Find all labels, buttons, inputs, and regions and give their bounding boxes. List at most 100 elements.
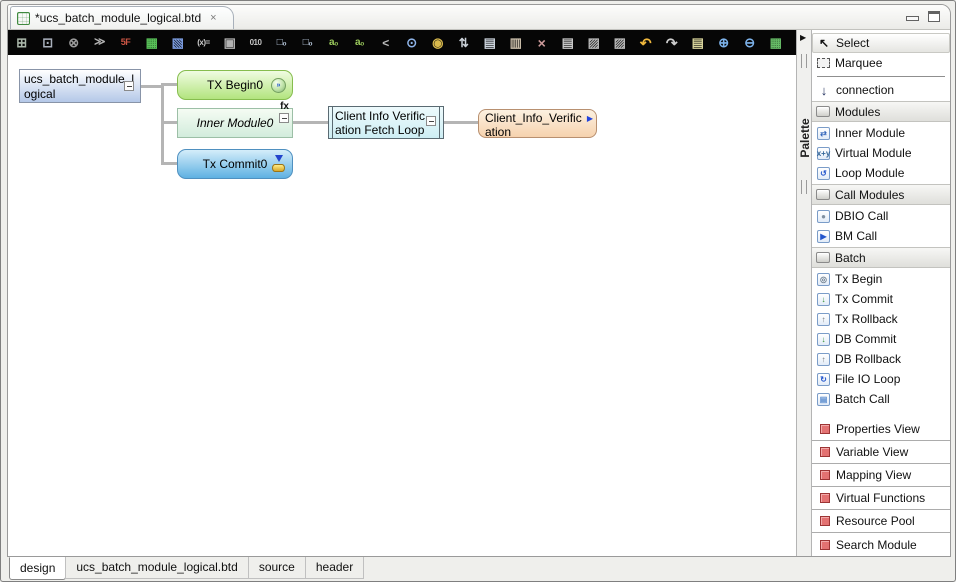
export-flow-icon[interactable]: ⊡ [36, 32, 59, 53]
node-label: Tx Commit0 [202, 157, 268, 171]
palette-item-tx-rollback[interactable]: ↑ Tx Rollback [812, 309, 950, 329]
palette-item-search-module[interactable]: Search Module [812, 533, 950, 556]
flow-editor-icon[interactable]: ▧ [166, 32, 189, 53]
bottom-tab-ucs_batch_module_logical-btd[interactable]: ucs_batch_module_logical.btd [65, 557, 249, 579]
palette-collapse-arrow[interactable]: ▶ [800, 33, 807, 42]
palette-item-mapping-view[interactable]: Mapping View [812, 464, 950, 487]
variable-assign-icon[interactable]: (x)= [192, 32, 215, 53]
palette-item-label: Loop Module [835, 166, 905, 180]
grid-editor-icon[interactable]: ▦ [140, 32, 163, 53]
palette-item-db-rollback[interactable]: ↑DB Rollback [812, 349, 950, 369]
palette-item-label: Tx Begin [835, 272, 883, 286]
paste-icon[interactable]: ▥ [504, 32, 527, 53]
palette-item-resource-pool[interactable]: Resource Pool [812, 510, 950, 533]
chart-doc-icon[interactable]: ▦ [764, 32, 787, 53]
node-inner-module[interactable]: Inner Module0 fx [177, 101, 293, 138]
palette-item-virtual-functions[interactable]: Virtual Functions [812, 487, 950, 510]
palette-item-modules[interactable]: Modules [812, 101, 950, 122]
tx-begin-icon: ◎ [817, 272, 830, 286]
copy-doc-zero-alt-icon[interactable]: □₀ [296, 32, 319, 53]
collapse-all-icon[interactable]: < [374, 32, 397, 53]
palette-item-connection[interactable]: ↓connection [812, 80, 950, 100]
tx-rollback-icon: ↑ [817, 312, 830, 326]
redo-icon[interactable]: ↷ [660, 32, 683, 53]
toolbar-glyph: ⊗ [68, 35, 79, 50]
attr-doc-alt-icon[interactable]: a₀ [348, 32, 371, 53]
palette-item-inner-module[interactable]: ⇄Inner Module [812, 123, 950, 143]
collapse-toggle[interactable] [279, 113, 289, 123]
undo-icon[interactable]: ↶ [634, 32, 657, 53]
snippet-doc-alt-icon[interactable]: ▨ [608, 32, 631, 53]
db-resource-icon[interactable]: ◉ [426, 32, 449, 53]
drawer-icon [816, 106, 830, 117]
palette-item-label: Variable View [836, 445, 909, 459]
palette-title: Palette [798, 118, 812, 158]
bottom-tab-header[interactable]: header [304, 557, 365, 579]
editor-tab[interactable]: *ucs_batch_module_logical.btd × [10, 6, 234, 29]
palette-item-label: Call Modules [835, 187, 905, 202]
copy-icon[interactable]: ▤ [478, 32, 501, 53]
palette-item-call-modules[interactable]: Call Modules [812, 184, 950, 205]
palette-item-dbio-call[interactable]: ●DBIO Call [812, 206, 950, 226]
palette-item-db-commit[interactable]: ↓DB Commit [812, 329, 950, 349]
disable-icon[interactable]: ⊗ [62, 32, 85, 53]
palette-item-batch[interactable]: Batch [812, 247, 950, 268]
outline-doc-icon[interactable]: ▤ [556, 32, 579, 53]
node-fetch-loop[interactable]: Client Info Verification Fetch Loop [328, 106, 444, 139]
palette-item-label: Tx Rollback [835, 312, 898, 326]
node-root-module[interactable]: ucs_batch_module_logical [19, 69, 141, 103]
node-client-info-verification[interactable]: Client_Info_Verification ▶ [478, 109, 597, 139]
step-over-icon[interactable]: ≫ [88, 32, 111, 53]
palette-item-label: Mapping View [836, 468, 912, 482]
node-tx-begin[interactable]: TX Begin0 » [177, 70, 293, 100]
toolbar-glyph: ⊞ [16, 35, 27, 50]
toolbar-glyph: ▣ [223, 35, 236, 50]
node-label: ucs_batch_module_logical [24, 72, 135, 101]
toolbar-glyph: ◉ [432, 35, 443, 50]
toolbar-glyph: ▤ [561, 35, 574, 50]
binary-doc-icon[interactable]: 010 [244, 32, 267, 53]
palette-item-batch-call[interactable]: ▤Batch Call [812, 389, 950, 409]
edge-to-inner-module [164, 121, 177, 124]
zoom-in-icon[interactable]: ⊕ [712, 32, 735, 53]
snippet-doc-icon[interactable]: ▨ [582, 32, 605, 53]
delete-icon[interactable]: × [530, 32, 553, 53]
maximize-icon[interactable] [928, 11, 940, 22]
palette-item-loop-module[interactable]: ↺Loop Module [812, 163, 950, 183]
palette-item-tx-commit[interactable]: ↓Tx Commit [812, 289, 950, 309]
node-tx-commit[interactable]: Tx Commit0 [177, 149, 293, 179]
palette-item-select[interactable]: ↖Select [812, 33, 950, 53]
zoom-out-icon[interactable]: ⊖ [738, 32, 761, 53]
palette-item-bm-call[interactable]: ▶BM Call [812, 226, 950, 246]
palette-item-properties-view[interactable]: Properties View [812, 418, 950, 441]
inner-module-icon: ⇄ [817, 126, 830, 140]
toolbar-glyph: a₀ [328, 36, 339, 48]
design-canvas[interactable]: ucs_batch_module_logical TX Begin0 » Inn… [8, 55, 796, 556]
batch-flow-icon[interactable]: ⊞ [10, 32, 33, 53]
attr-doc-icon[interactable]: a₀ [322, 32, 345, 53]
sync-arrows-icon[interactable]: ⇅ [452, 32, 475, 53]
bottom-tab-design[interactable]: design [9, 557, 67, 580]
toolbar-glyph: □₀ [276, 36, 287, 48]
edge-inner-to-loop [293, 121, 328, 124]
tab-close-icon[interactable]: × [210, 12, 217, 24]
palette-item-label: Select [836, 36, 870, 50]
collapse-toggle[interactable] [426, 116, 436, 126]
breakpoint-icon[interactable]: 5F [114, 32, 137, 53]
dbio-call-icon: ● [817, 209, 830, 223]
collapse-toggle[interactable] [124, 81, 134, 91]
console-window-icon[interactable]: ▣ [218, 32, 241, 53]
palette-item-tx-begin[interactable]: ◎ Tx Begin [812, 269, 950, 289]
minimize-icon[interactable] [906, 15, 919, 21]
bottom-tab-source[interactable]: source [247, 557, 306, 579]
palette-item-file-io-loop[interactable]: ↻File IO Loop [812, 369, 950, 389]
palette-item-marquee[interactable]: Marquee [812, 53, 950, 73]
properties-table-icon[interactable]: ▤ [686, 32, 709, 53]
copy-doc-zero-icon[interactable]: □₀ [270, 32, 293, 53]
palette-item-variable-view[interactable]: Variable View [812, 441, 950, 464]
toolbar-glyph: ⊕ [718, 35, 729, 50]
search-binary-icon[interactable]: ⊙ [400, 32, 423, 53]
